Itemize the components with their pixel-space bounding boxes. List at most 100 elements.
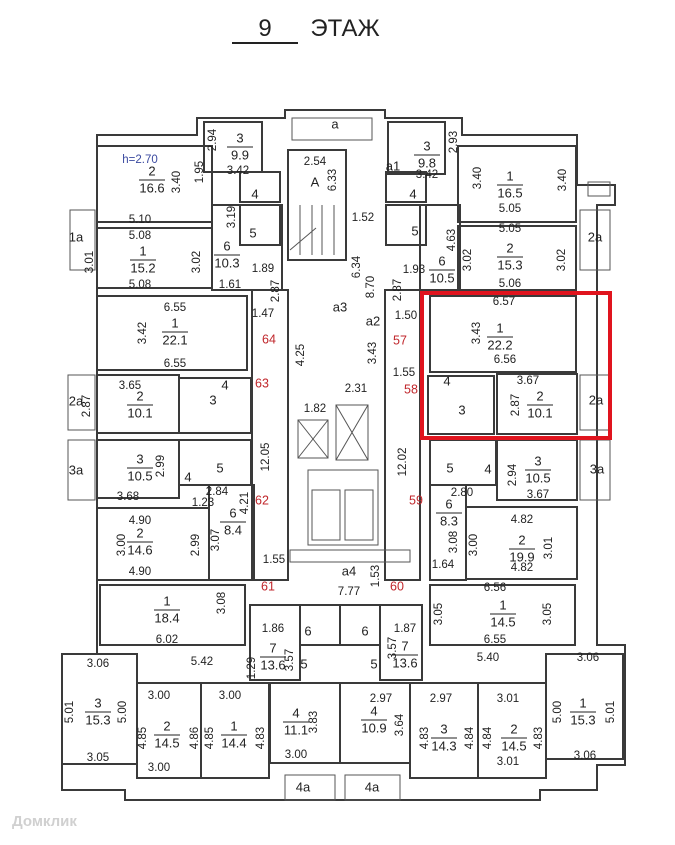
dimension-label: 3.00 (148, 690, 170, 702)
apartment-number: 62 (255, 493, 269, 507)
room-wall (457, 145, 577, 223)
room-number: 6 (438, 253, 445, 268)
room-label: 4 (409, 186, 416, 201)
room-number: 1 (496, 320, 503, 335)
room-label: 5 (249, 225, 256, 240)
dimension-label: 5.10 (129, 214, 151, 226)
dimension-label: 1.23 (192, 497, 214, 509)
dimension-label: 5.40 (477, 652, 499, 664)
dimension-label: 3.42 (137, 322, 149, 344)
stairwell (287, 149, 347, 261)
dimension-label: 3.40 (557, 169, 569, 191)
dimension-label: 5.08 (129, 230, 151, 242)
dimension-label: 3.42 (416, 169, 438, 181)
dimension-label: 3.06 (574, 750, 596, 762)
dimension-label: 5.05 (499, 203, 521, 215)
room-wall (419, 204, 461, 291)
dimension-label: 8.70 (365, 276, 377, 298)
room-wall (96, 145, 213, 223)
dimension-label: 6.55 (164, 302, 186, 314)
dimension-label: 4.90 (129, 566, 151, 578)
room-area: 22.1 (162, 332, 187, 347)
room-area: 18.4 (154, 610, 179, 625)
room-area: 9.9 (231, 147, 249, 162)
room-number: 4 (370, 703, 377, 718)
dimension-label: 2.97 (430, 693, 452, 705)
room-number: 3 (423, 138, 430, 153)
dimension-label: 1.87 (394, 623, 416, 635)
dimension-label: 2.99 (155, 455, 167, 477)
room-area: 10.3 (214, 255, 239, 270)
dimension-label: 6.56 (484, 582, 506, 594)
room-wall (427, 375, 495, 435)
room-area: 8.3 (440, 513, 458, 528)
dimension-label: 3.00 (148, 762, 170, 774)
dimension-label: 4.63 (446, 229, 458, 251)
apartment-number: 64 (262, 332, 276, 346)
dimension-label: 4.85 (204, 727, 216, 749)
dimension-label: 3.00 (285, 749, 307, 761)
room-area: 10.1 (127, 405, 152, 420)
room-area: 10.5 (127, 468, 152, 483)
room-wall (339, 604, 381, 646)
dimension-label: 3.67 (527, 489, 549, 501)
dimension-label: 3.40 (171, 171, 183, 193)
dimension-label: 4.83 (255, 727, 267, 749)
room-number: 2 (510, 721, 517, 736)
dimension-label: 2.84 (206, 486, 229, 498)
room-area: 13.6 (260, 657, 285, 672)
dimension-label: 1.64 (432, 559, 455, 571)
vent-shaft (587, 181, 611, 197)
room-wall (429, 584, 576, 646)
dimension-label: 4.83 (419, 727, 431, 749)
balcony-3a-left (67, 439, 96, 501)
room-label: a (331, 116, 339, 131)
dimension-label: 2.94 (507, 463, 519, 486)
dimension-label: 1.55 (263, 554, 285, 566)
dimension-label: 2.80 (451, 487, 473, 499)
room-number: 7 (269, 640, 276, 655)
dimension-label: 2.87 (392, 279, 404, 301)
balcony-4a-left (284, 774, 336, 801)
dimension-label: 4.25 (295, 344, 307, 366)
room-area: 15.3 (85, 712, 110, 727)
room-number: 1 (139, 243, 146, 258)
dimension-label: 1.53 (370, 565, 382, 587)
dimension-label: 3.57 (284, 649, 296, 671)
dimension-label: 3.68 (117, 491, 139, 503)
dimension-label: 3.05 (87, 752, 109, 764)
dimension-label: 4.82 (511, 562, 533, 574)
highlighted-apartment[interactable] (420, 291, 612, 440)
room-area: 16.5 (497, 185, 522, 200)
room-label: 5 (446, 460, 453, 475)
dimension-label: 1.47 (252, 308, 274, 320)
room-wall (239, 171, 281, 203)
room-area: 15.3 (497, 257, 522, 272)
room-number: 3 (136, 451, 143, 466)
dimension-label: 1.52 (352, 212, 374, 224)
room-wall (545, 653, 624, 760)
dimension-label: 5.42 (191, 656, 213, 668)
apartment-number: 60 (390, 579, 404, 593)
elevator-block (289, 404, 411, 563)
dimension-label: 2.87 (510, 394, 522, 416)
dimension-label: 3.65 (119, 380, 141, 392)
room-label: 2a (588, 229, 603, 244)
dimension-label: 2.99 (190, 534, 202, 556)
domclick-watermark: Домклик (12, 813, 77, 830)
dimension-label: 2.87 (270, 280, 282, 302)
dimension-label: 4.90 (129, 515, 151, 527)
floor-title: 9 ЭТАЖ (232, 15, 380, 44)
dimension-label: 5.01 (605, 701, 617, 723)
dimension-label: 3.40 (472, 167, 484, 189)
dimension-label: 5.08 (129, 279, 151, 291)
room-number: 2 (148, 163, 155, 178)
dimension-label: 4.85 (137, 727, 149, 749)
floor-label: ЭТАЖ (310, 15, 379, 42)
dimension-label: 3.43 (367, 342, 379, 364)
dimension-label: 3.42 (227, 165, 249, 177)
room-label: 4 (484, 461, 491, 476)
room-area: 14.5 (501, 738, 526, 753)
room-area: 22.2 (487, 337, 512, 352)
